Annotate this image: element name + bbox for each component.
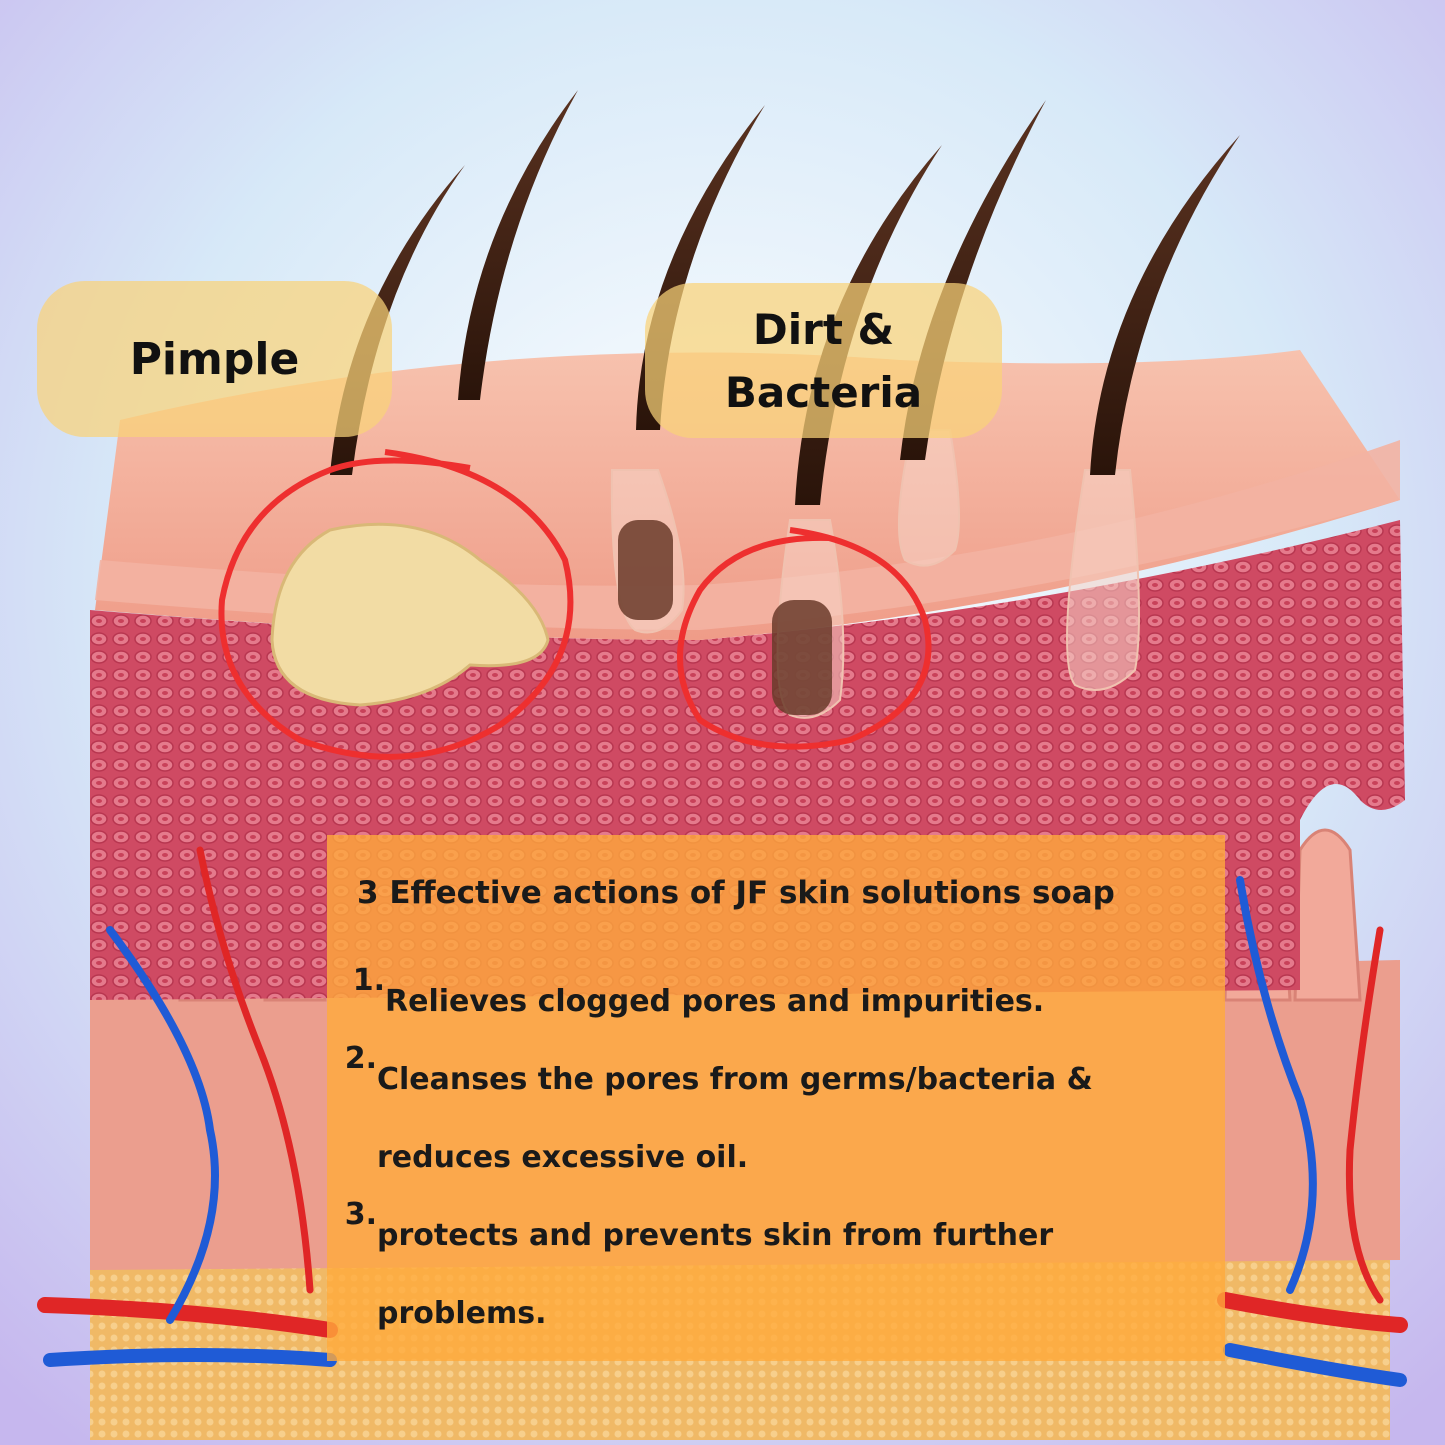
action-number: 1. xyxy=(352,963,385,998)
dirt-label-line2: Bacteria xyxy=(724,367,923,417)
pimple-sebum xyxy=(270,522,550,707)
pimple-highlight-circle xyxy=(218,449,574,760)
dirt-highlight-circle xyxy=(677,527,932,750)
action-text: Cleanses the pores from germs/bacteria &… xyxy=(377,1062,1093,1175)
dirt-bacteria-label: Dirt & Bacteria xyxy=(645,283,1002,438)
action-item-1: 1.Relieves clogged pores and impurities. xyxy=(349,963,1209,1041)
pimple-label-text: Pimple xyxy=(129,333,300,385)
action-text: Relieves clogged pores and impurities. xyxy=(385,984,1045,1019)
action-number: 3. xyxy=(344,1197,377,1232)
action-number: 2. xyxy=(344,1041,377,1076)
action-item-2: 2.Cleanses the pores from germs/bacteria… xyxy=(341,1041,1201,1197)
action-item-3: 3.protects and prevents skin from furthe… xyxy=(341,1197,1201,1353)
panel-title: 3 Effective actions of JF skin solutions… xyxy=(357,875,1115,911)
pimple-label: Pimple xyxy=(37,281,392,437)
dirt-label-line1: Dirt & xyxy=(752,304,895,354)
highlight-circles xyxy=(218,449,932,760)
soap-actions-panel: 3 Effective actions of JF skin solutions… xyxy=(327,835,1225,1361)
blood-vessels xyxy=(37,846,1408,1387)
action-text: protects and prevents skin from further … xyxy=(377,1218,1054,1331)
clogged-pore-dirt xyxy=(618,520,832,715)
